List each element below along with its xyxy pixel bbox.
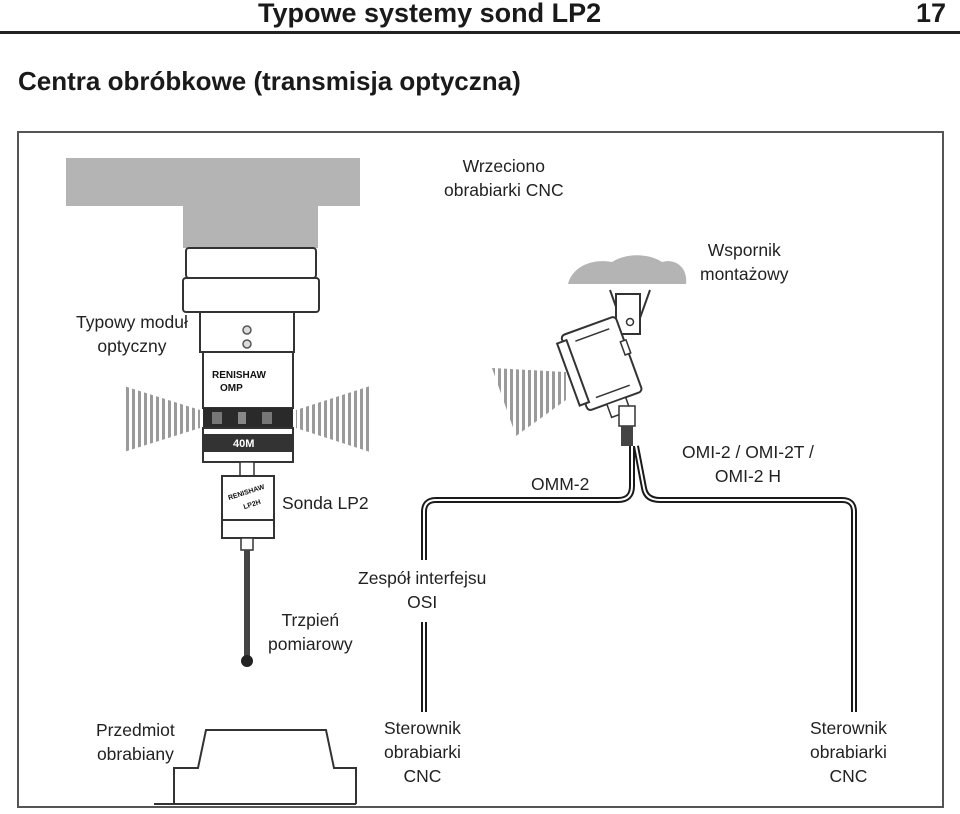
label-spindle: Wrzeciono obrabiarki CNC	[444, 156, 564, 200]
header-rule	[0, 31, 960, 34]
stylus-ball	[241, 655, 253, 667]
beam-left	[124, 386, 200, 452]
label-controller-1: Sterownik obrabiarki CNC	[384, 718, 461, 786]
beam-right	[296, 386, 370, 452]
label-omm: OMM-2	[531, 474, 590, 494]
beam-omm	[492, 368, 566, 436]
label-stylus: Trzpień pomiarowy	[268, 610, 353, 654]
bracket-cloud	[568, 255, 687, 284]
label-optical-module: Typowy moduł optyczny	[76, 312, 188, 356]
label-bracket: Wspornik montażowy	[700, 240, 789, 284]
screw-2	[242, 339, 252, 349]
omp-brand-text: RENISHAW	[212, 370, 266, 381]
omp-model-text: OMP	[220, 383, 243, 394]
lp2-body	[221, 475, 275, 521]
spindle-head	[66, 158, 360, 248]
label-omi: OMI-2 / OMI-2T / OMI-2 H	[682, 442, 814, 486]
cable-conduit	[621, 426, 633, 446]
label-workpiece: Przedmiot obrabiany	[96, 720, 175, 764]
page-header-title: Typowe systemy sond LP2	[258, 0, 602, 28]
stylus-shaft	[244, 550, 250, 656]
omp-size-badge	[203, 434, 293, 452]
omp-size-text: 40M	[233, 438, 254, 450]
label-probe: Sonda LP2	[282, 493, 369, 513]
omp-body	[202, 351, 294, 409]
label-controller-2: Sterownik obrabiarki CNC	[810, 718, 887, 786]
spindle-collar-2	[182, 277, 320, 313]
page-number: 17	[915, 0, 946, 28]
section-title: Centra obróbkowe (transmisja optyczna)	[18, 66, 521, 96]
label-osi: Zespół interfejsu OSI	[358, 568, 487, 612]
diagram-frame	[17, 131, 944, 808]
workpiece	[154, 729, 357, 805]
screw-1	[242, 325, 252, 335]
spindle-collar-1	[185, 247, 317, 279]
